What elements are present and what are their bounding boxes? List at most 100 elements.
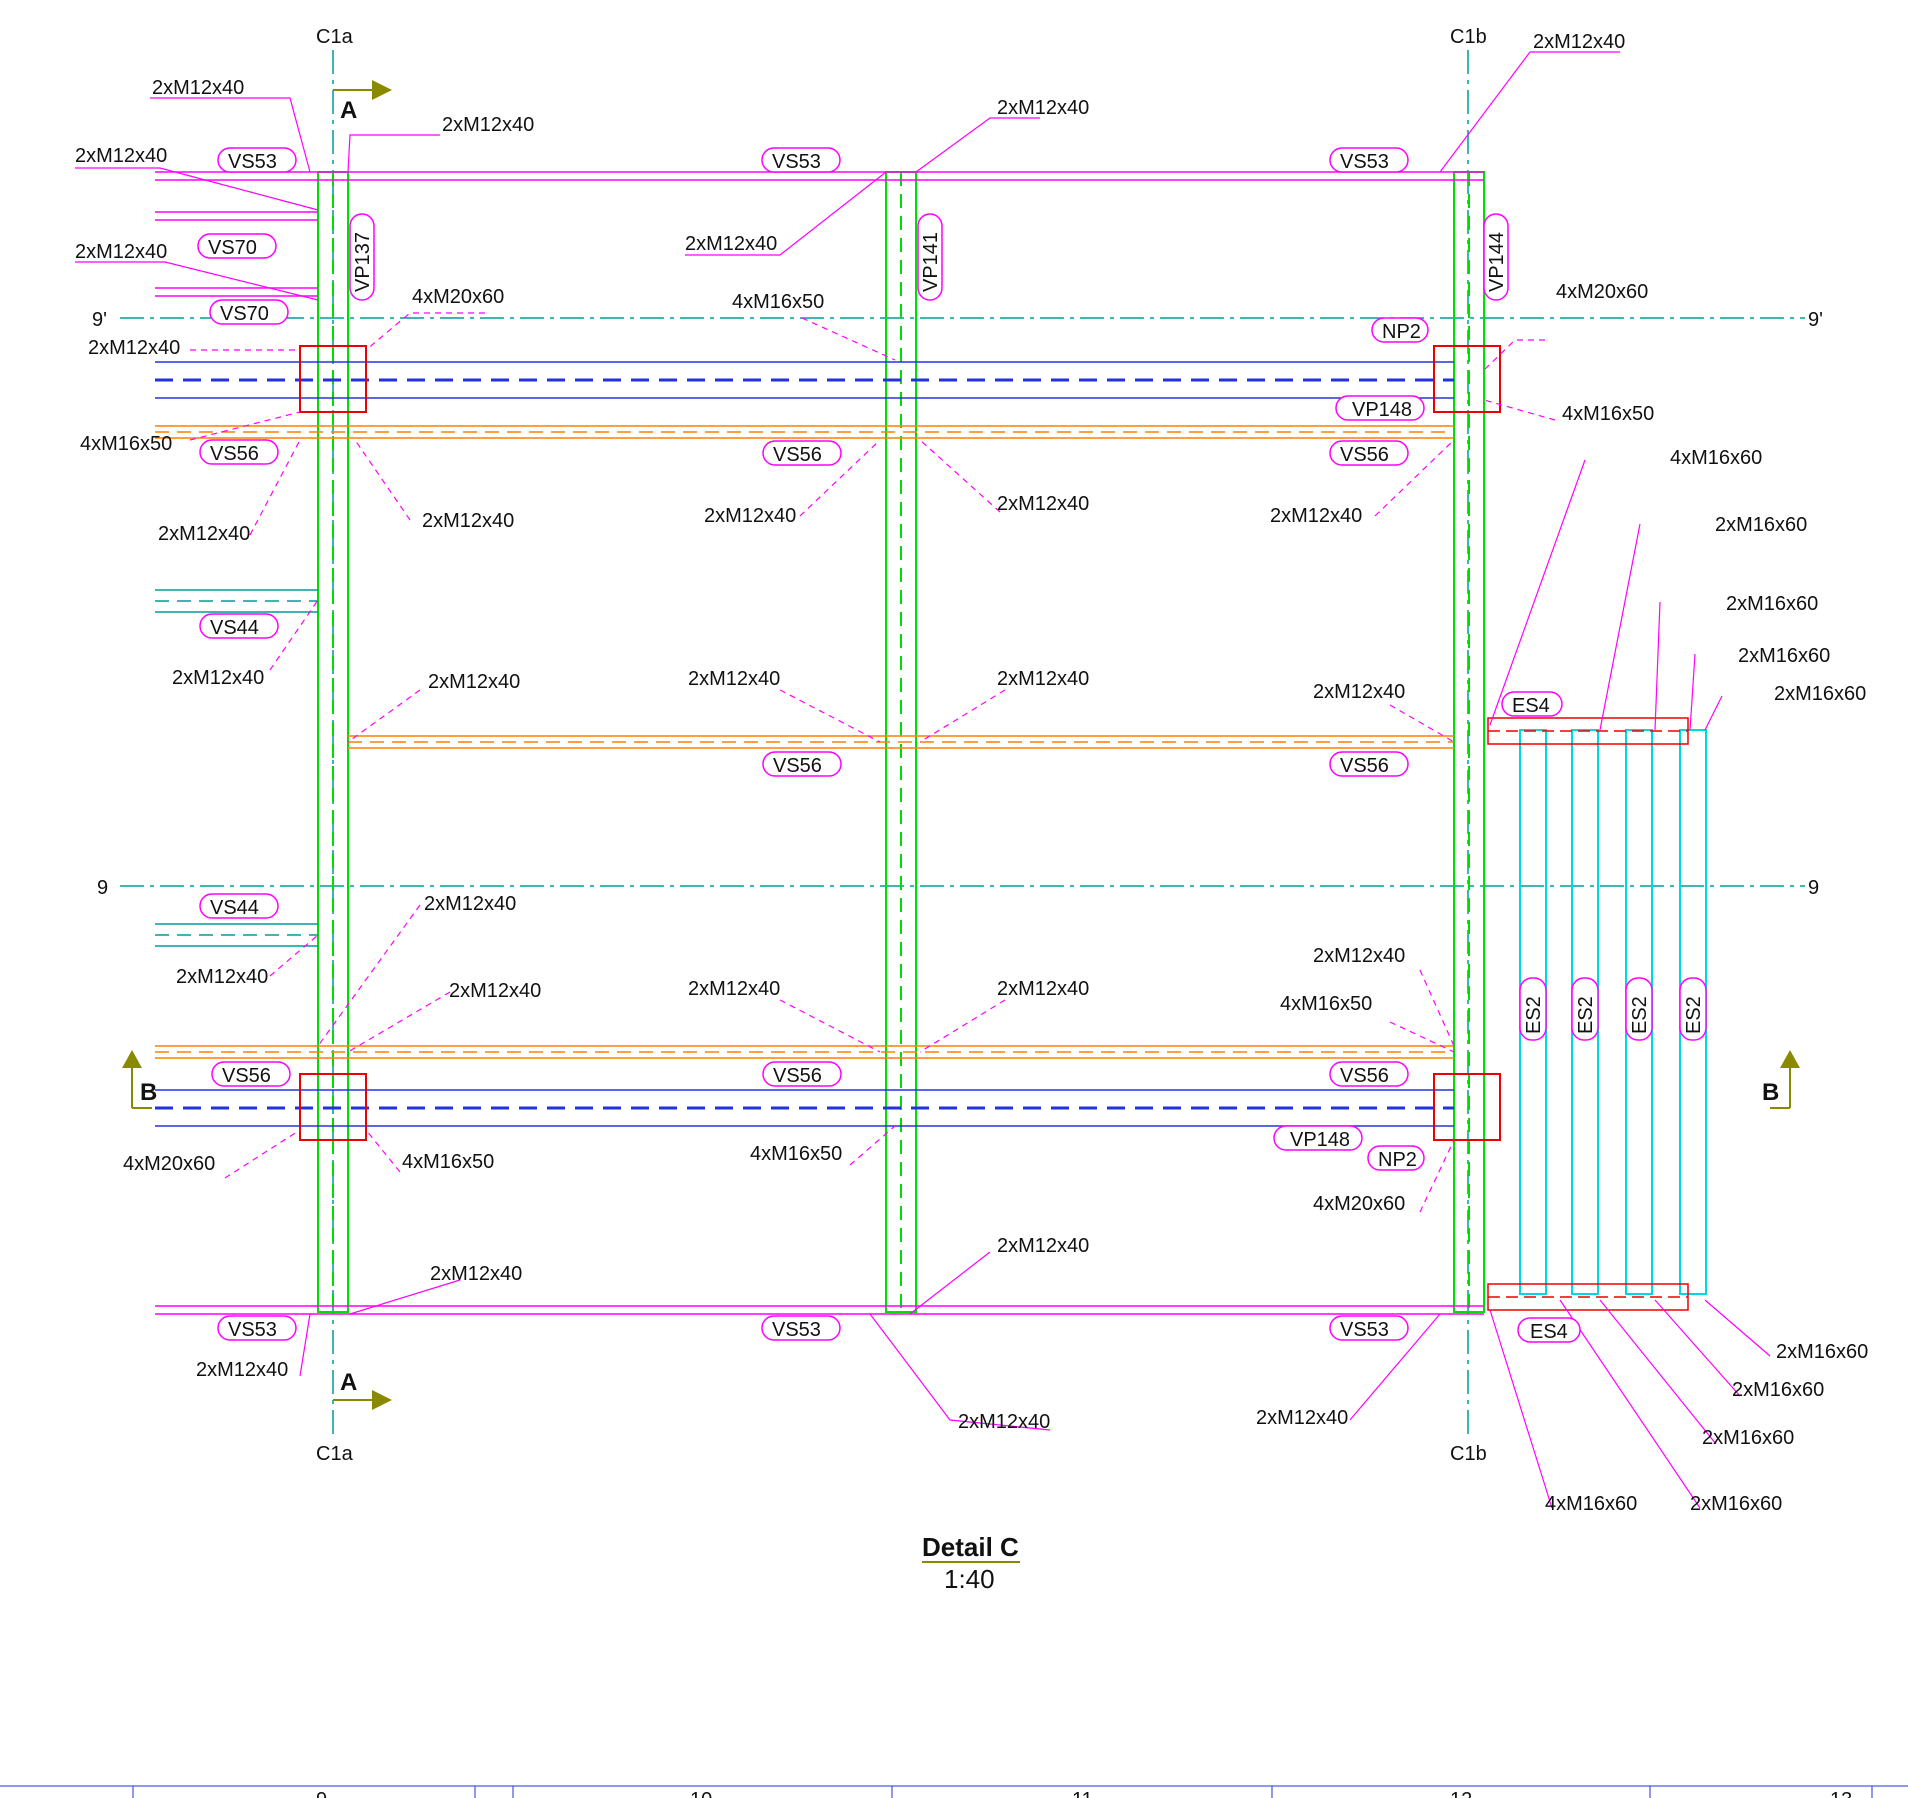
bolt-callout: 2xM12x40 [428,671,520,693]
bolt-callout: 4xM16x50 [732,291,824,313]
tag-vp144: VP144 [1486,232,1508,292]
bolt-callout: 4xM16x50 [402,1151,494,1173]
tag-vs70-a: VS70 [208,237,257,259]
bolt-callout: 2xM16x60 [1776,1341,1868,1363]
bolt-callout: 2xM12x40 [449,980,541,1002]
bolt-callout: 4xM16x50 [750,1143,842,1165]
section-a-bottom: A [333,1369,392,1410]
bolt-callout: 2xM12x40 [424,893,516,915]
bolt-callout: 2xM16x60 [1738,645,1830,667]
bolt-callout: 4xM16x50 [80,433,172,455]
bolt-callout: 4xM20x60 [1313,1193,1405,1215]
member-tags [197,147,1707,1343]
tag-vs44-a: VS44 [210,617,259,639]
tag-es4-a: ES4 [1512,695,1550,717]
bottom-ruler [0,1785,1908,1798]
detail-title: Detail C [922,1532,1019,1562]
bolt-callout: 4xM20x60 [412,286,504,308]
grid-label-9-left: 9 [97,877,108,899]
bolt-callout: 2xM12x40 [685,233,777,255]
tag-vp148-b: VP148 [1290,1129,1350,1151]
bolt-callout: 4xM16x60 [1545,1493,1637,1515]
tag-vs53-a: VS53 [228,151,277,173]
ruler-label-11: 11 [1072,1789,1093,1798]
tag-vs56-h: VS56 [1340,1065,1389,1087]
bolt-callout: 2xM12x40 [422,510,514,532]
tag-vs53-e: VS53 [772,1319,821,1341]
tag-es2-a: ES2 [1523,996,1545,1034]
bolt-callout: 2xM12x40 [688,668,780,690]
ruler-label-13: 13 [1830,1789,1852,1798]
tag-es2-b: ES2 [1575,996,1597,1034]
bolt-callout: 2xM12x40 [1313,681,1405,703]
bolt-callout: 2xM12x40 [688,978,780,1000]
bolt-callout: 2xM12x40 [1256,1407,1348,1429]
bolt-callout: 4xM16x50 [1562,403,1654,425]
detail-scale: 1:40 [944,1564,995,1594]
ruler-label-9: 9 [316,1789,327,1798]
bolt-callout: 2xM16x60 [1732,1379,1824,1401]
tag-vs56-f: VS56 [222,1065,271,1087]
bolt-callout: 4xM20x60 [123,1153,215,1175]
bolt-callout: 4xM16x60 [1670,447,1762,469]
svg-text:A: A [340,1369,357,1396]
bolt-callout: 2xM16x60 [1702,1427,1794,1449]
section-b-left: B [122,1050,157,1109]
bolt-callout: 2xM12x40 [88,337,180,359]
bolt-callout: 2xM12x40 [704,505,796,527]
bolt-callout: 2xM12x40 [997,97,1089,119]
grid-label-9prime-left: 9' [92,309,107,331]
bolt-callout: 2xM12x40 [75,241,167,263]
bolt-callout: 2xM16x60 [1715,514,1807,536]
grid-label-9-right: 9 [1808,877,1819,899]
beams-vp148 [155,361,1454,1127]
tag-vs56-c: VS56 [1340,444,1389,466]
bolt-callout: 2xM12x40 [75,145,167,167]
grid-label-c1a-top: C1a [316,26,354,48]
beams-vs44 [155,589,318,947]
ruler-label-12: 12 [1450,1789,1472,1798]
bolt-callout: 2xM12x40 [1270,505,1362,527]
tag-es2-d: ES2 [1683,996,1705,1034]
tag-vs56-g: VS56 [773,1065,822,1087]
bolt-callout: 2xM12x40 [442,114,534,136]
bolt-callout: 2xM12x40 [997,1235,1089,1257]
bolt-callout: 2xM16x60 [1690,1493,1782,1515]
bolt-callout: 4xM20x60 [1556,281,1648,303]
tag-vp141: VP141 [920,232,942,292]
tag-vp137: VP137 [352,232,374,292]
tag-vs70-b: VS70 [220,303,269,325]
tag-vp148-a: VP148 [1352,399,1412,421]
bolt-callout: 2xM12x40 [1313,945,1405,967]
bolt-callout: 2xM12x40 [172,667,264,689]
section-b-right: B [1762,1050,1800,1109]
bolt-callout: 2xM12x40 [176,966,268,988]
svg-text:B: B [1762,1079,1779,1106]
stair-stringers [1519,729,1707,1295]
tag-vs53-f: VS53 [1340,1319,1389,1341]
bolt-callout: 4xM16x50 [1280,993,1372,1015]
tag-np2-a: NP2 [1382,321,1421,343]
tag-vs56-e: VS56 [1340,755,1389,777]
grid-label-c1b-top: C1b [1450,26,1487,48]
section-a-top: A [333,80,392,124]
bolt-callout: 2xM12x40 [1533,31,1625,53]
bolt-callout: 2xM12x40 [430,1263,522,1285]
tag-vs56-a: VS56 [210,443,259,465]
bolt-callout: 2xM12x40 [158,523,250,545]
tag-es2-c: ES2 [1629,996,1651,1034]
beams-vs56 [155,425,1454,1059]
tag-vs53-c: VS53 [1340,151,1389,173]
tag-es4-b: ES4 [1530,1321,1568,1343]
tag-vs56-b: VS56 [773,444,822,466]
grid-label-9prime-right: 9' [1808,309,1823,331]
bolt-callout: 2xM12x40 [997,978,1089,1000]
tag-vs56-d: VS56 [773,755,822,777]
bolt-callout: 2xM12x40 [958,1411,1050,1433]
bolt-callout: 2xM12x40 [196,1359,288,1381]
bolt-callout: 2xM16x60 [1726,593,1818,615]
svg-text:B: B [140,1079,157,1106]
tag-vs44-b: VS44 [210,897,259,919]
bolt-callout: 2xM12x40 [152,77,244,99]
